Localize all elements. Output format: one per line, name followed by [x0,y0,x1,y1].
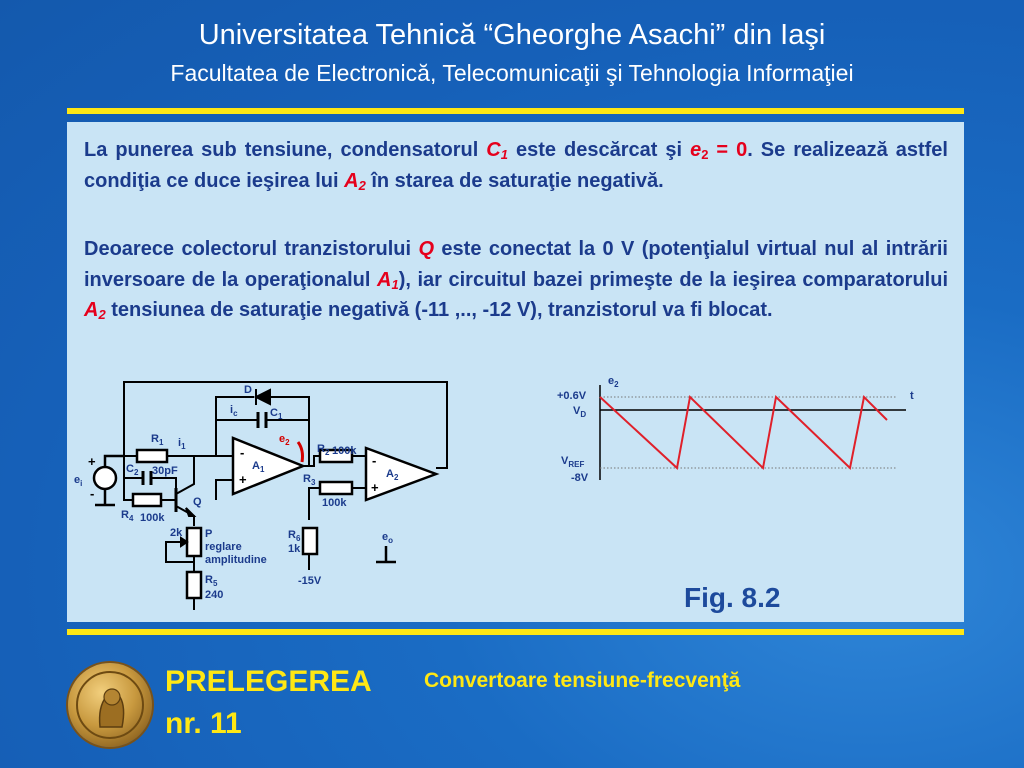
a1-out-wire [303,455,366,467]
r1-wire [124,420,233,457]
r5-resistor [185,570,203,600]
r2-resistor [318,448,354,464]
source-wire [95,454,124,507]
label-c2-value: 30pF [152,465,178,477]
label-ei: ei [74,474,82,488]
transistor-arrow [185,507,197,517]
label-ic: ic [230,404,238,418]
r4-resistor [131,492,163,508]
opamp-a2 [364,446,440,502]
label-a2-plus: + [371,480,379,495]
c1-wire [216,419,310,465]
top-divider [67,108,964,114]
label-d: D [244,384,252,396]
diode-symbol [253,388,271,406]
label-c1: C1 [270,407,283,421]
label-r1: R1 [151,433,164,447]
vref-name-label: VREF [561,455,584,469]
source-ei [92,465,118,491]
e2-marker [296,441,304,463]
label-q: Q [193,496,202,508]
label-r2: R2 [317,443,330,457]
symbol-a2b: A2 [84,299,106,322]
content-panel: La punerea sub tensiune, condensatorul C… [67,122,964,622]
label-e2: e2 [279,433,290,447]
r4-wire [123,456,176,501]
label-p-value: 2k [170,527,183,539]
waveform-plot: e2 t +0.6V VD VREF -8V [557,375,914,484]
lecture-label: PRELEGEREA [165,665,372,698]
label-a1: A1 [252,460,265,474]
circuit-diagram: D ic C1 R1 i1 e2 R2 100k - + A1 - + A2 R… [74,381,448,610]
label-r3-value: 100k [322,497,347,509]
label-p-desc2: amplitudine [205,554,267,566]
r3-wire [308,487,366,520]
label-a2-minus: - [372,453,376,468]
vd-name-label: VD [573,405,586,419]
label-vneg: -15V [298,575,322,587]
bottom-divider [67,629,964,635]
label-p: P [205,528,212,540]
diode-wire [215,396,310,424]
label-source-minus: - [90,486,94,501]
university-title: Universitatea Tehnică “Gheorghe Asachi” … [198,19,826,51]
label-r4-value: 100k [140,512,165,524]
sawtooth-waveform [599,394,888,471]
label-eo: eo [382,531,393,545]
label-r5: R5 [205,574,218,588]
symbol-a1: A1 [377,268,399,292]
label-a2: A2 [386,468,399,482]
y-axis-label: e2 [608,375,619,389]
label-r3: R3 [303,473,316,487]
symbol-q: Q [418,238,435,260]
label-a1-plus: + [239,472,247,487]
lecture-number: nr. 11 [165,707,242,740]
label-a1-minus: - [240,445,244,460]
paragraph-2: Deoarece colectorul tranzistorului Q est… [84,238,948,322]
r6-resistor [301,526,319,556]
feedback-wire [123,381,448,469]
a1-plus-wire [215,479,233,500]
wiper-wire [165,541,194,563]
r3-resistor [318,480,354,496]
label-i1: i1 [178,437,186,451]
eo-output [376,546,396,564]
label-r5-value: 240 [205,589,223,601]
label-r6: R6 [288,529,301,543]
vref-level-label: -8V [571,472,589,484]
university-medal-logo [68,663,152,747]
symbol-a2: A2 [344,169,366,193]
opamp-a1 [231,436,307,496]
symbol-c1: C1 [486,139,508,162]
figure-caption: Fig. 8.2 [684,582,781,613]
label-p-desc1: reglare [205,541,242,553]
lecture-subject: Convertoare tensiune-frecvenţă [424,669,741,692]
label-c2: C2 [126,463,139,477]
paragraph-1: La punerea sub tensiune, condensatorul C… [84,139,948,193]
label-r2-value: 100k [332,445,357,457]
potentiometer-p [185,526,203,558]
label-r4: R4 [121,509,134,523]
x-axis-label: t [910,390,914,402]
r1-resistor [135,448,169,464]
label-source-plus: + [88,454,96,469]
faculty-subtitle: Facultatea de Electronică, Telecomunicaţ… [170,60,854,86]
wiper-arrow [180,536,189,548]
vd-level-label: +0.6V [557,390,587,402]
label-r6-value: 1k [288,543,301,555]
symbol-e2-eq: e2 = 0 [690,139,748,162]
